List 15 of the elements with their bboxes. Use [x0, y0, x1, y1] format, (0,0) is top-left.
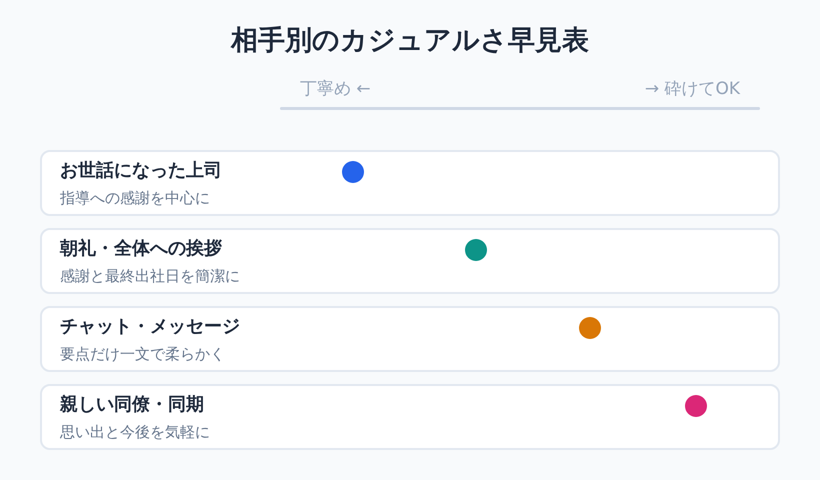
card-heading: 親しい同僚・同期 — [60, 393, 204, 417]
card — [40, 384, 780, 450]
scale-label: 丁寧め ← — [300, 78, 371, 100]
scale-label: → 砕けてOK — [644, 78, 740, 100]
card — [40, 228, 780, 294]
card-description: 感謝と最終出社日を簡潔に — [60, 266, 240, 286]
card — [40, 306, 780, 372]
card-description: 思い出と今後を気軽に — [60, 422, 210, 442]
card — [40, 150, 780, 216]
card-heading: 朝礼・全体への挨拶 — [60, 237, 222, 261]
card-heading: チャット・メッセージ — [60, 315, 240, 339]
card-heading: お世話になった上司 — [60, 159, 222, 183]
title: 相手別のカジュアルさ早見表 — [231, 24, 589, 58]
card-description: 指導への感謝を中心に — [60, 188, 210, 208]
card-description: 要点だけ一文で柔らかく — [60, 344, 225, 364]
